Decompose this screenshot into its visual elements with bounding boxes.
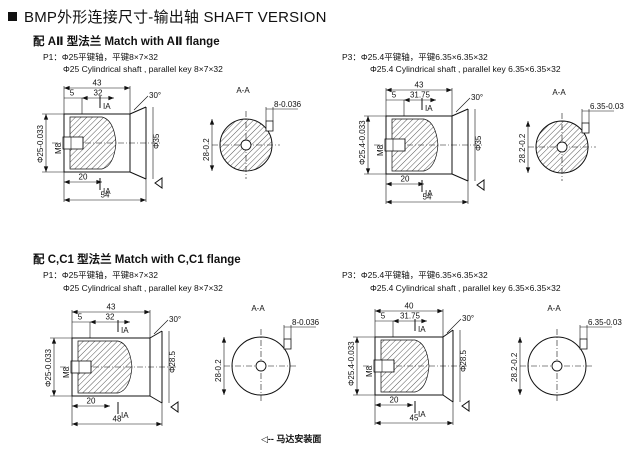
section-title: A-A [552,88,566,97]
dim-b: 31.75 [400,312,421,321]
section-heading-a2: 配 AⅡ 型法兰 Match with AⅡ flange [33,36,220,48]
dim-thread: M8 [54,142,63,154]
dim-key-width: 6.35-0.03 [590,102,624,111]
dim-total: 54 [423,193,432,202]
key-slot [581,122,590,134]
shaft-section-circle [231,336,291,396]
section-marker-bottom: IA [121,411,129,420]
dim-a: 5 [78,313,83,322]
dim-key-depth: 28-0.2 [214,359,223,382]
shaft-p1-c: IA IA 43 5 32 30° 20 48 Φ25-0.033 M8 Φ28.5 [44,303,181,427]
section-title: A-A [547,304,561,313]
dim-b: 31.75 [410,91,431,100]
section-marker-bottom: IA [425,189,433,198]
spec-p3-cn-c: P3：Φ25.4平键轴，平键6.35×6.35×32 [342,270,488,280]
shaft-p3-a2-section: A-A 6.35-0.03 28.2-0.2 [518,88,624,181]
mounting-face-mark [476,179,485,191]
spec-p1-cn-c: P1：Φ25平键轴，平键8×7×32 [43,270,158,280]
shaft-section-circle [527,336,587,396]
page-title-text: BMP外形连接尺寸-输出轴 SHAFT VERSION [24,8,327,26]
spec-p3-cn-a2: P3：Φ25.4平键轴，平键6.35×6.35×32 [342,52,488,62]
dim-a: 5 [392,91,397,100]
shaft-p1-a2: IA IA 43 5 32 30° 20 54 Φ25-0.033 M8 Φ35 [36,79,163,203]
dim-key-width: 8-0.036 [292,318,320,327]
dim-thread: M8 [62,366,71,378]
dim-overall: 43 [415,81,424,90]
section-marker-top: IA [418,325,426,334]
mounting-face-mark [461,400,470,412]
center-hole [255,360,267,372]
dim-b: 32 [94,89,103,98]
dim-key-depth: 28.2-0.2 [518,133,527,163]
dim-angle: 30° [471,93,483,102]
section-title: A-A [236,86,250,95]
dim-total: 45 [410,414,419,423]
dim-key-depth: 28-0.2 [202,138,211,161]
spec-p1-en-a2: Φ25 Cylindrical shaft , parallel key 8×7… [63,64,223,74]
section-heading-c: 配 C,C1 型法兰 Match with C,C1 flange [33,254,241,266]
dim-ref-diameter: Φ35 [474,135,483,151]
section-marker-bottom: IA [418,410,426,419]
section-marker-top: IA [103,102,111,111]
key-slot [283,338,292,350]
dim-overall: 40 [405,302,414,311]
dim-a: 5 [381,312,386,321]
dim-ref-diameter: Φ28.5 [168,350,177,373]
dim-key-depth: 28.2-0.2 [510,352,519,382]
key-slot [579,338,588,350]
center-hole [240,139,252,151]
shaft-p1-a2-section: A-A 8-0.036 28-0.2 [202,86,302,179]
dim-diameter: Φ25.4-0.033 [347,341,356,386]
center-hole [556,141,568,153]
dim-angle: 30° [149,91,161,100]
dim-overall: 43 [93,79,102,88]
dim-length: 20 [401,175,410,184]
dim-length: 20 [87,397,96,406]
mounting-face-mark [154,177,163,189]
dim-angle: 30° [169,315,181,324]
mounting-face-legend: ◁-- 马达安装面 [261,434,322,444]
dim-diameter: Φ25.4-0.033 [358,120,367,165]
dim-key-width: 8-0.036 [274,100,302,109]
spec-p1-cn-a2: P1：Φ25平键轴，平键8×7×32 [43,52,158,62]
dim-length: 20 [79,173,88,182]
dim-length: 20 [390,396,399,405]
dim-angle: 30° [462,314,474,323]
dim-b: 32 [106,313,115,322]
spec-p3-en-a2: Φ25.4 Cylindrical shaft , parallel key 6… [370,64,561,74]
dim-thread: M8 [376,144,385,156]
dim-total: 48 [113,415,122,424]
spec-p1-en-c: Φ25 Cylindrical shaft , parallel key 8×7… [63,283,223,293]
key-slot [265,120,274,132]
dim-a: 5 [70,89,75,98]
mounting-face-mark [170,401,179,413]
section-marker-top: IA [425,104,433,113]
section-marker-bottom: IA [103,187,111,196]
dim-diameter: Φ25-0.033 [44,348,53,387]
dim-diameter: Φ25-0.033 [36,124,45,163]
dim-thread: M8 [365,365,374,377]
shaft-p1-c-section: A-A 8-0.036 28-0.2 [214,304,320,403]
shaft-p3-c-section: A-A 6.35-0.03 28.2-0.2 [510,304,622,403]
center-hole [551,360,563,372]
title-bullet-square [8,11,17,21]
dim-key-width: 6.35-0.03 [588,318,622,327]
dim-ref-diameter: Φ28.5 [459,349,468,372]
spec-p3-en-c: Φ25.4 Cylindrical shaft , parallel key 6… [370,283,561,293]
dim-total: 54 [101,191,110,200]
dim-ref-diameter: Φ35 [152,133,161,149]
section-title: A-A [251,304,265,313]
page-title: BMP外形连接尺寸-输出轴 SHAFT VERSION [8,6,327,26]
section-marker-top: IA [121,326,129,335]
dim-overall: 43 [107,303,116,312]
